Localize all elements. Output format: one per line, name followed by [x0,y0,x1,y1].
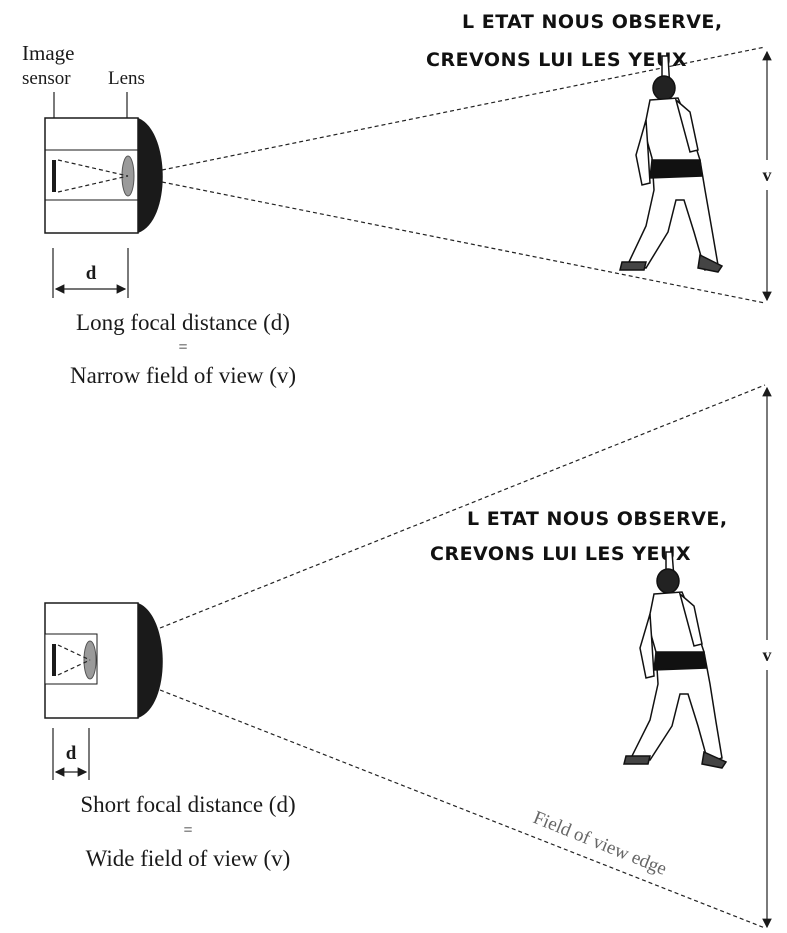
top-panel: Image sensor Lens d v L ETAT NOUS OBSERV… [22,11,772,388]
caption-line1: Long focal distance (d) [76,310,290,335]
image-sensor [52,160,56,192]
inner-ray-bottom-short [57,659,91,676]
v-label-short: v [763,645,772,665]
fov-edge-bottom [161,181,766,304]
fov-edge-bottom-short [159,689,766,929]
image-sensor-label-line2: sensor [22,68,71,89]
v-label: v [763,165,772,185]
fov-edge-top-short [159,384,766,629]
d-label-short: d [66,743,77,764]
lens-label: Lens [108,68,145,89]
bottom-panel: d v L ETAT NOUS OBSERVE, CREVONS LUI LES… [44,384,772,929]
d-label: d [86,263,97,284]
graffiti-line1-short: L ETAT NOUS OBSERVE, [467,508,728,530]
image-sensor-label-line1: Image [22,41,74,65]
inner-ray-top-short [57,644,91,661]
person-figure-short [623,551,728,769]
caption-equals: = [178,339,187,356]
camera-front-dome [138,118,163,233]
graffiti-line2-short: CREVONS LUI LES YEUX [430,543,691,565]
inner-ray-bottom [57,175,129,193]
graffiti-line2: CREVONS LUI LES YEUX [426,49,687,71]
image-sensor-short [52,644,56,676]
inner-ray-top [57,159,129,177]
graffiti-line1: L ETAT NOUS OBSERVE, [462,11,723,33]
caption-equals-short: = [183,822,192,839]
person-figure [619,55,724,273]
camera-front-dome-short [138,603,163,718]
caption-line2: Narrow field of view (v) [70,363,296,388]
caption-line2-short: Wide field of view (v) [86,846,291,871]
caption-line1-short: Short focal distance (d) [80,792,295,817]
